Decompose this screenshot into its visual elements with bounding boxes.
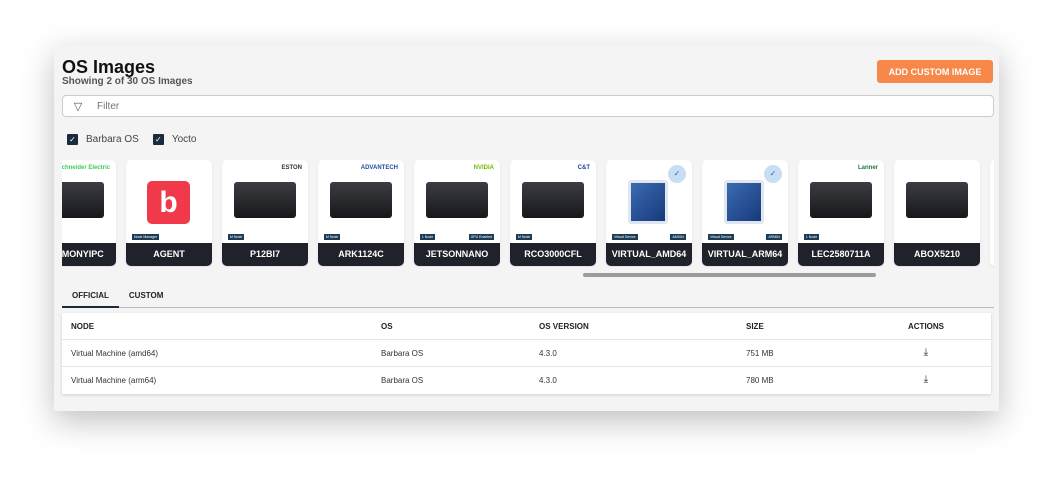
device-card[interactable] — [990, 160, 994, 266]
checkbox-barbara-os[interactable]: ✓ Barbara OS — [67, 134, 139, 145]
brand-logo: C&T — [577, 165, 590, 171]
brand-logo: Schneider Electric — [62, 165, 110, 171]
checkbox-checked-icon[interactable]: ✓ — [67, 134, 78, 145]
tabs: OFFICIAL CUSTOM — [62, 289, 994, 308]
page-subtitle: Showing 2 of 30 OS Images — [62, 76, 193, 87]
filter-icon: ▽ — [73, 100, 83, 113]
card-image: NVIDIA L Node GPU Enabled — [414, 160, 500, 243]
card-name: LEC2580711A — [798, 243, 884, 266]
filter-input[interactable] — [97, 100, 993, 112]
table-row: Virtual Machine (amd64) Barbara OS 4.3.0… — [62, 340, 991, 367]
device-image — [62, 182, 104, 218]
tab-custom[interactable]: CUSTOM — [128, 291, 164, 300]
brand-logo: NVIDIA — [473, 165, 494, 171]
virtualbox-icon — [628, 180, 668, 224]
card-name: VIRTUAL_ARM64 — [702, 243, 788, 266]
column-header-os-version: OS VERSION — [539, 322, 589, 331]
os-cell: Barbara OS — [381, 376, 424, 385]
version-cell: 4.3.0 — [539, 349, 557, 358]
node-cell: Virtual Machine (amd64) — [71, 349, 159, 358]
card-name: AGENT — [126, 243, 212, 266]
download-icon[interactable]: ⤓ — [923, 374, 929, 385]
tab-official[interactable]: OFFICIAL — [62, 289, 119, 308]
card-image: Lanner L Node — [798, 160, 884, 243]
filter-field[interactable]: ▽ — [62, 95, 994, 117]
table-row: Virtual Machine (arm64) Barbara OS 4.3.0… — [62, 367, 991, 394]
column-header-actions: ACTIONS — [908, 322, 944, 331]
add-custom-image-button[interactable]: ADD CUSTOM IMAGE — [877, 60, 993, 83]
carousel-scrollbar[interactable] — [583, 273, 876, 277]
checkbox-checked-icon[interactable]: ✓ — [152, 134, 164, 145]
selected-check-icon[interactable]: ✓ — [764, 165, 782, 183]
device-image — [906, 182, 968, 218]
download-icon[interactable]: ⤓ — [923, 347, 929, 358]
card-image: ✓ Virtual Device ARM64 — [702, 160, 788, 243]
os-filter-checkboxes: ✓ Barbara OS ✓ Yocto — [67, 134, 196, 145]
barbara-logo: b — [147, 181, 190, 224]
device-image — [234, 182, 296, 218]
column-header-size: SIZE — [746, 322, 764, 331]
virtualbox-icon — [724, 180, 764, 224]
device-image — [810, 182, 872, 218]
card-badge: Node Manager — [132, 234, 160, 240]
device-image — [426, 182, 488, 218]
card-image: C&T M Node — [510, 160, 596, 243]
column-header-node: NODE — [71, 322, 95, 331]
card-badge: Virtual Device — [708, 234, 734, 240]
brand-logo: ESTON — [281, 165, 302, 171]
card-badge: GPU Enabled — [468, 234, 494, 240]
card-name: VIRTUAL_AMD64 — [606, 243, 692, 266]
device-carousel: Schneider ElectricHARMONYIPCbNode Manage… — [62, 160, 994, 267]
card-image: Schneider Electric — [62, 160, 116, 243]
card-name: RCO3000CFL — [510, 243, 596, 266]
table-header: NODE OS OS VERSION SIZE ACTIONS — [62, 313, 991, 340]
card-badge: M Node — [324, 234, 341, 240]
card-name: ARK1124C — [318, 243, 404, 266]
device-card[interactable]: ABOX5210 — [894, 160, 980, 266]
device-image — [330, 182, 392, 218]
size-cell: 780 MB — [746, 376, 774, 385]
card-image: ADVANTECH M Node — [318, 160, 404, 243]
size-cell: 751 MB — [746, 349, 774, 358]
node-cell: Virtual Machine (arm64) — [71, 376, 157, 385]
card-badge: M Node — [516, 234, 533, 240]
os-cell: Barbara OS — [381, 349, 424, 358]
card-badge: L Node — [804, 234, 820, 240]
card-badge: AMD64 — [670, 234, 686, 240]
card-badge: M Node — [228, 234, 245, 240]
brand-logo: Lanner — [857, 165, 878, 171]
card-name: HARMONYIPC — [62, 243, 116, 266]
page-title: OS Images — [62, 57, 156, 77]
checkbox-label: Yocto — [171, 134, 197, 145]
os-images-table: NODE OS OS VERSION SIZE ACTIONS Virtual … — [62, 313, 991, 394]
brand-logo: ADVANTECH — [360, 165, 398, 171]
os-images-panel: OS Images Showing 2 of 30 OS Images ADD … — [54, 45, 999, 411]
checkbox-yocto[interactable]: ✓ Yocto — [152, 134, 197, 145]
card-name: ABOX5210 — [894, 243, 980, 266]
card-badge: ARM64 — [766, 234, 782, 240]
card-image — [894, 160, 980, 243]
device-image — [522, 182, 584, 218]
card-badge: Virtual Device — [612, 234, 638, 240]
device-card[interactable]: Schneider ElectricHARMONYIPC — [62, 160, 116, 266]
card-name: JETSONNANO — [414, 243, 500, 266]
version-cell: 4.3.0 — [539, 376, 557, 385]
card-image: ESTON M Node — [222, 160, 308, 243]
column-header-os: OS — [381, 322, 393, 331]
card-badge: L Node — [420, 234, 436, 240]
card-name: P12BI7 — [222, 243, 308, 266]
selected-check-icon[interactable]: ✓ — [668, 165, 686, 183]
checkbox-label: Barbara OS — [86, 134, 139, 145]
card-image: ✓ Virtual Device AMD64 — [606, 160, 692, 243]
